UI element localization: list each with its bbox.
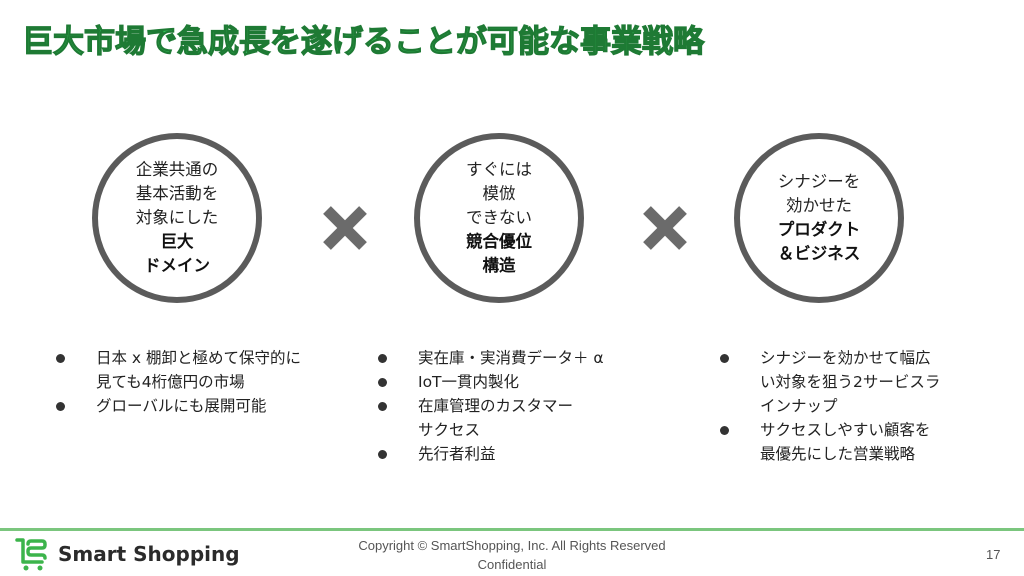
circle-bold-line: ドメイン xyxy=(144,256,210,275)
bullet-list-advantage: 実在庫・実消費データ＋ α IoT一貫内製化 在庫管理のカスタマー サクセス 先… xyxy=(376,346,676,466)
circle-line: シナジーを xyxy=(777,172,861,191)
circle-line: すぐには xyxy=(466,160,532,179)
circle-bold-line: 巨大 xyxy=(160,232,194,251)
list-item: 実在庫・実消費データ＋ α xyxy=(376,346,676,370)
copyright-notice: Copyright © SmartShopping, Inc. All Righ… xyxy=(332,536,692,574)
circle-bold-line: 競合優位 xyxy=(466,232,532,251)
copyright-line: Copyright © SmartShopping, Inc. All Righ… xyxy=(358,538,666,553)
multiply-icon xyxy=(323,206,367,250)
circle-line: できない xyxy=(466,208,532,227)
strategy-circle-product: シナジーを 効かせた プロダクト ＆ビジネス xyxy=(734,133,904,303)
list-item: IoT一貫内製化 xyxy=(376,370,676,394)
list-item: 在庫管理のカスタマー サクセス xyxy=(376,394,676,442)
footer-divider xyxy=(0,528,1024,531)
list-item: サクセスしやすい顧客を 最優先にした営業戦略 xyxy=(718,418,998,466)
logo-text: Smart Shopping xyxy=(58,542,240,566)
circle-bold-line: プロダクト xyxy=(777,220,861,239)
list-item: シナジーを効かせて幅広 い対象を狙う2サービスラ インナップ xyxy=(718,346,998,418)
circle-line: 模倣 xyxy=(482,184,516,203)
list-item: 日本 x 棚卸と極めて保守的に 見ても4桁億円の市場 xyxy=(54,346,354,394)
page-number: 17 xyxy=(986,547,1001,562)
circle-line: 対象にした xyxy=(135,208,219,227)
multiply-icon xyxy=(643,206,687,250)
circle-bold-line: 構造 xyxy=(482,256,516,275)
bullet-list-domain: 日本 x 棚卸と極めて保守的に 見ても4桁億円の市場 グローバルにも展開可能 xyxy=(54,346,354,418)
list-item: 先行者利益 xyxy=(376,442,676,466)
list-item: グローバルにも展開可能 xyxy=(54,394,354,418)
strategy-circle-domain: 企業共通の 基本活動を 対象にした 巨大 ドメイン xyxy=(92,133,262,303)
bullet-list-product: シナジーを効かせて幅広 い対象を狙う2サービスラ インナップ サクセスしやすい顧… xyxy=(718,346,998,466)
circle-bold-line: ＆ビジネス xyxy=(777,244,861,263)
shopping-cart-icon xyxy=(15,538,47,571)
smart-shopping-logo: Smart Shopping xyxy=(14,536,240,572)
circle-line: 効かせた xyxy=(786,196,852,215)
confidential-label: Confidential xyxy=(477,557,547,572)
slide-title: 巨大市場で急成長を遂げることが可能な事業戦略 xyxy=(21,23,704,60)
circle-line: 基本活動を xyxy=(135,184,219,203)
strategy-circle-advantage: すぐには 模倣 できない 競合優位 構造 xyxy=(414,133,584,303)
circle-line: 企業共通の xyxy=(135,160,219,179)
